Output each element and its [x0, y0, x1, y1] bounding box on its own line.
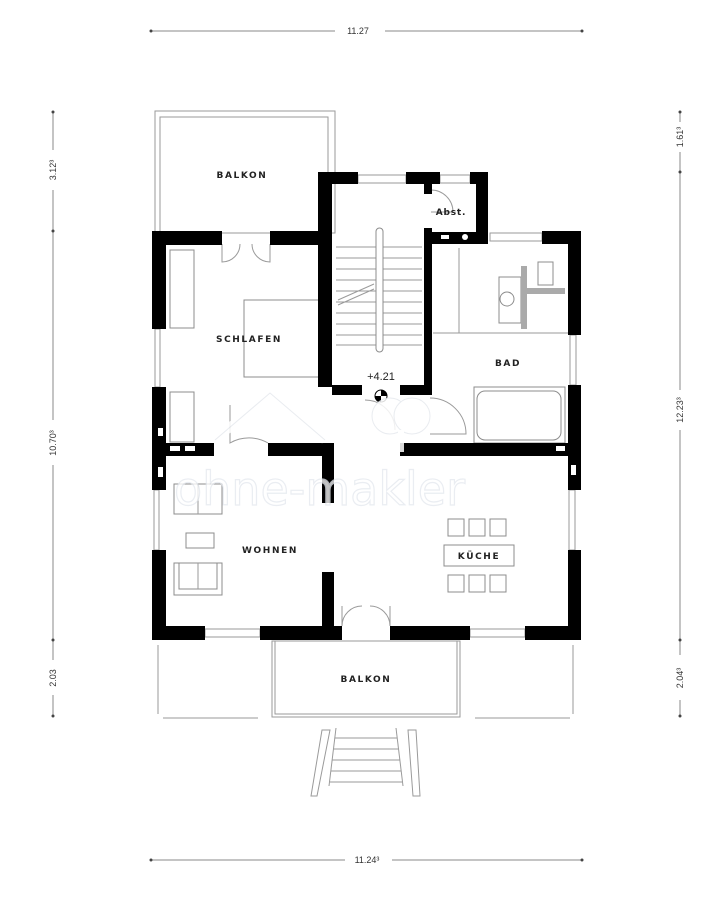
level-marker: +4.21 [367, 371, 395, 383]
room-label-kueche: KÜCHE [458, 551, 500, 562]
dim-right-bottom: 2.04³ [675, 668, 685, 689]
dim-left-main: 10.70³ [48, 430, 58, 456]
watermark-text: ohne-makler [174, 462, 465, 516]
watermark: ohne-makler [173, 387, 466, 517]
doors [221, 189, 467, 627]
dim-left-bottom: 2.03 [48, 669, 58, 687]
dimension-right [678, 110, 682, 718]
dim-top-width: 11.27 [347, 26, 369, 36]
room-label-abst: Abst. [436, 208, 467, 218]
dimension-top [149, 29, 584, 33]
room-label-wohnen: WOHNEN [242, 546, 298, 556]
balcony-bottom [157, 640, 574, 719]
dimension-bottom [149, 858, 584, 862]
dim-right-top: 1.61³ [675, 127, 685, 148]
dim-bottom-width: 11.24³ [355, 855, 380, 865]
room-label-balkon-bottom: BALKON [341, 675, 392, 685]
walls [152, 172, 581, 640]
room-label-bad: BAD [495, 359, 521, 369]
room-label-balkon-top: BALKON [217, 171, 268, 181]
dim-left-top: 3.12³ [48, 160, 58, 181]
room-label-schlafen: SCHLAFEN [216, 335, 282, 345]
furniture [169, 248, 568, 596]
dimension-left [51, 110, 55, 718]
exterior-stairs [310, 727, 421, 797]
interior-stairs [336, 227, 422, 353]
dim-right-main: 12.23³ [675, 397, 685, 423]
